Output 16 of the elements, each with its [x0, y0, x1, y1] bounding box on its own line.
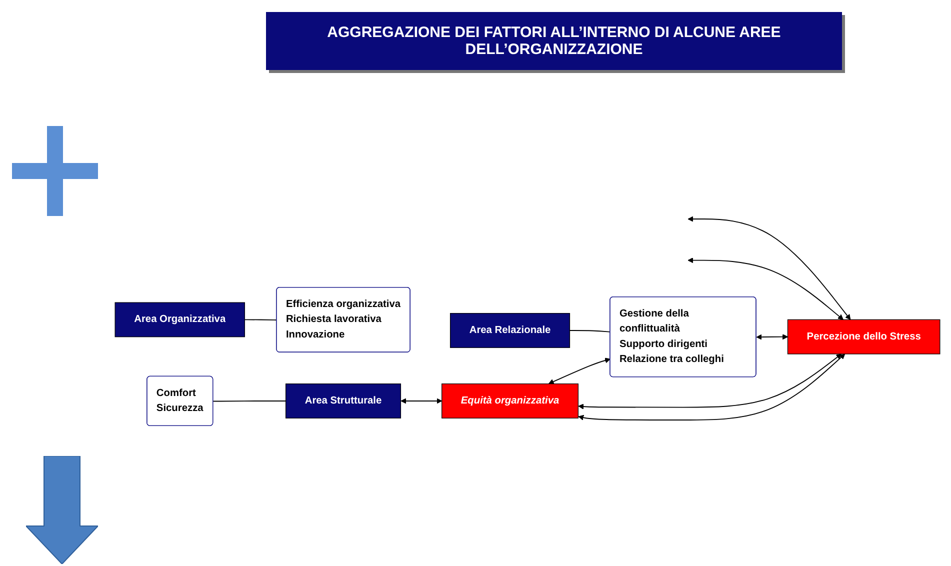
arrow: [578, 354, 846, 420]
arrow: [756, 334, 788, 340]
connector: [212, 400, 286, 402]
node-box: Equità organizzativa: [442, 384, 578, 418]
node-box: Area Organizzativa: [114, 302, 245, 338]
arrow: [578, 354, 842, 410]
arrow: [688, 216, 851, 320]
connector: [244, 319, 278, 320]
arrow: [548, 358, 610, 384]
node-box: Percezione dello Stress: [787, 319, 940, 354]
arrow: [400, 398, 442, 404]
arrow: [688, 258, 844, 320]
node-box: Area Relazionale: [450, 313, 570, 348]
node-box: Area Strutturale: [286, 384, 402, 418]
connector: [569, 330, 611, 332]
title-banner: AGGREGAZIONE DEI FATTORI ALL’INTERNO DI ALCUNE AREE DELL’ORGANIZZAZIONE: [266, 12, 842, 70]
